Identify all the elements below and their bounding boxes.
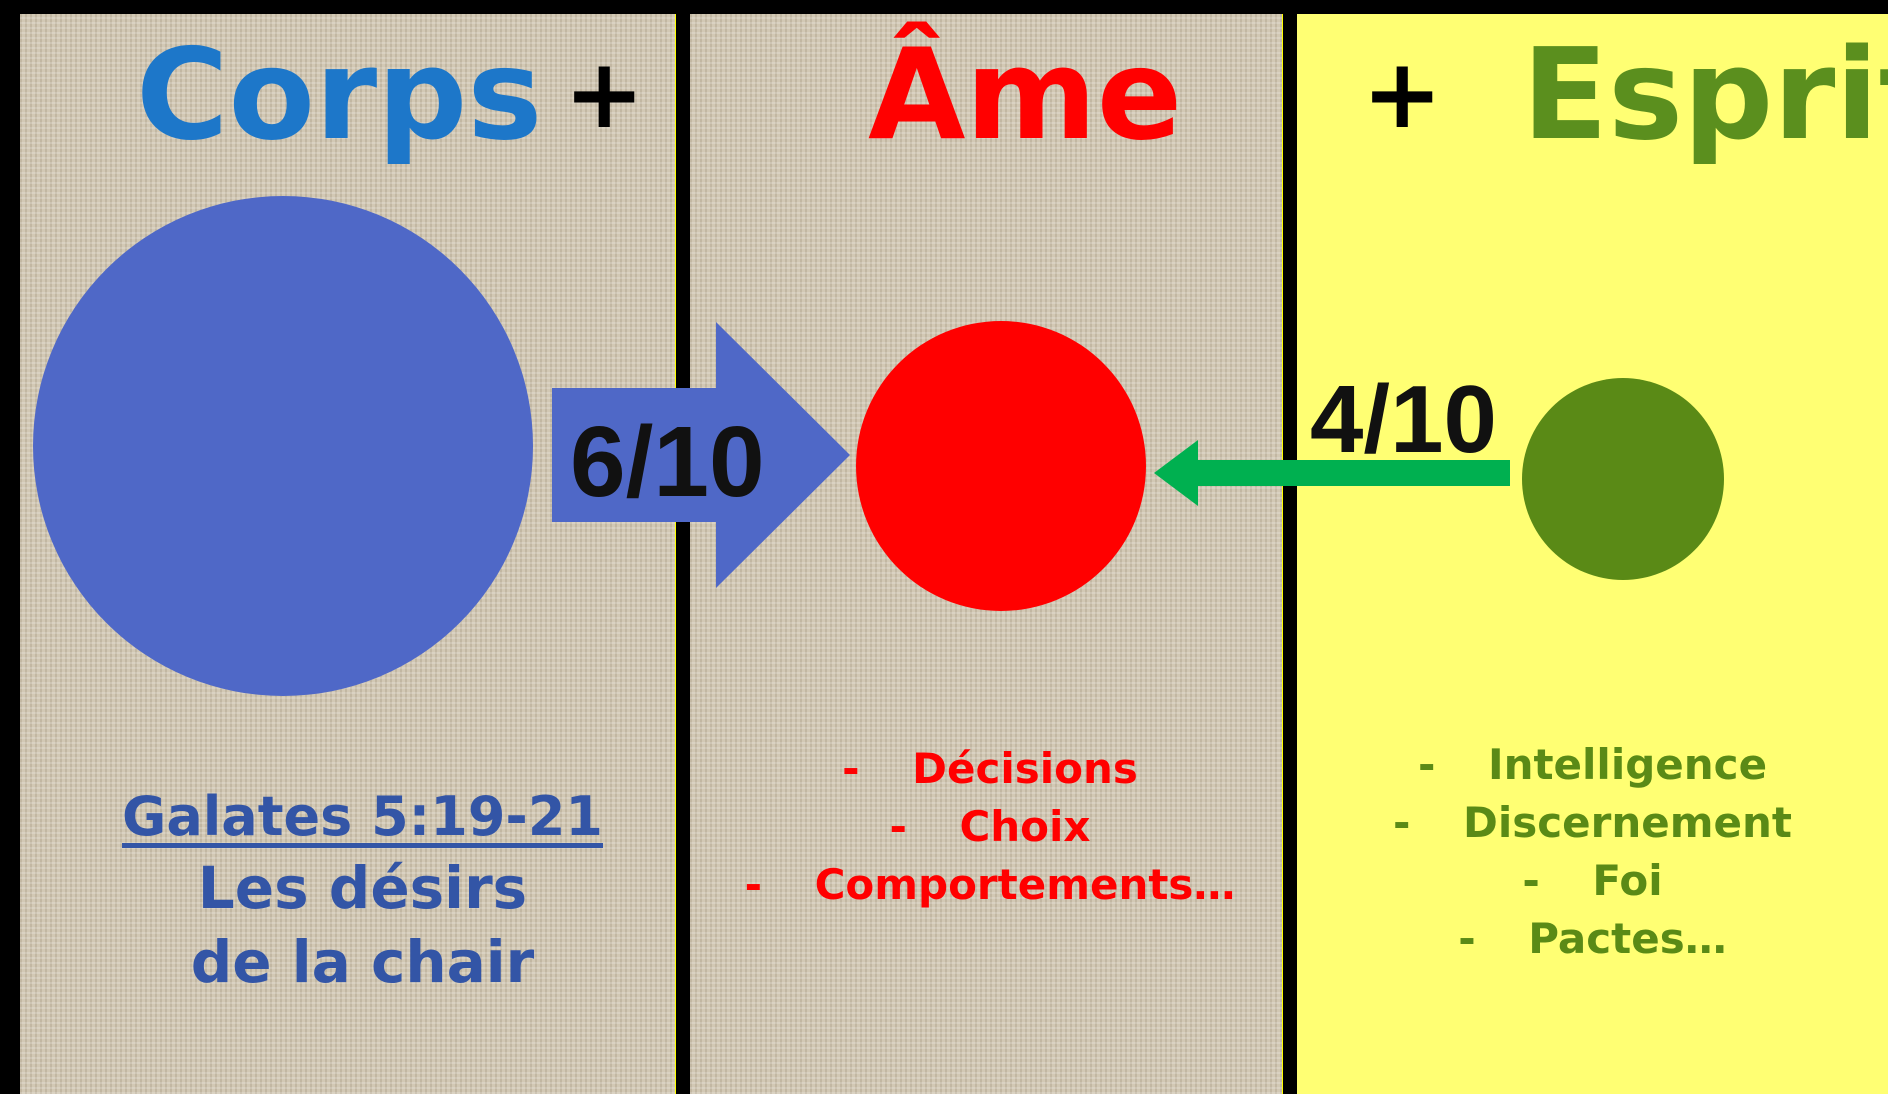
- heading-esprit: Esprit: [1522, 21, 1888, 168]
- corps-desc-line-1: Les désirs: [197, 854, 528, 922]
- left-border: [0, 0, 20, 1094]
- bullet: -: [744, 860, 762, 909]
- esprit-to-ame-arrow-head: [1154, 440, 1198, 506]
- list-item: -Pactes…: [1300, 910, 1885, 968]
- list-item: -Décisions: [700, 740, 1280, 798]
- esprit-to-ame-arrow-shaft: [1190, 460, 1510, 486]
- ratio-esprit-label: 4/10: [1310, 366, 1497, 473]
- bullet: -: [1458, 914, 1476, 963]
- ame-list: -Décisions -Choix -Comportements…: [700, 740, 1280, 914]
- ame-circle: [856, 321, 1146, 611]
- list-item: -Comportements…: [700, 856, 1280, 914]
- corps-circle: [33, 196, 533, 696]
- divider-2: [1283, 0, 1297, 1094]
- bullet: -: [889, 802, 907, 851]
- plus-sign-2: +: [1362, 38, 1443, 150]
- corps-to-ame-arrow: [552, 322, 850, 588]
- top-border: [0, 0, 1888, 14]
- esprit-circle: [1522, 378, 1724, 580]
- list-item: -Discernement: [1300, 794, 1885, 852]
- esprit-list: -Intelligence -Discernement -Foi -Pactes…: [1300, 736, 1885, 968]
- heading-corps: Corps: [136, 21, 543, 168]
- bullet: -: [1522, 856, 1540, 905]
- bullet: -: [1393, 798, 1411, 847]
- ratio-corps-label: 6/10: [570, 406, 765, 518]
- heading-ame: Âme: [868, 21, 1183, 168]
- bullet: -: [842, 744, 860, 793]
- corps-desc-line-2: de la chair: [190, 928, 535, 996]
- list-item: -Choix: [700, 798, 1280, 856]
- corps-text: Galates 5:19-21 Les désirs de la chair: [80, 785, 645, 996]
- divider-1: [676, 0, 690, 1094]
- plus-sign-1: +: [564, 38, 645, 150]
- galates-reference: Galates 5:19-21: [122, 785, 603, 848]
- list-item: -Intelligence: [1300, 736, 1885, 794]
- list-item: -Foi: [1300, 852, 1885, 910]
- bullet: -: [1417, 740, 1436, 789]
